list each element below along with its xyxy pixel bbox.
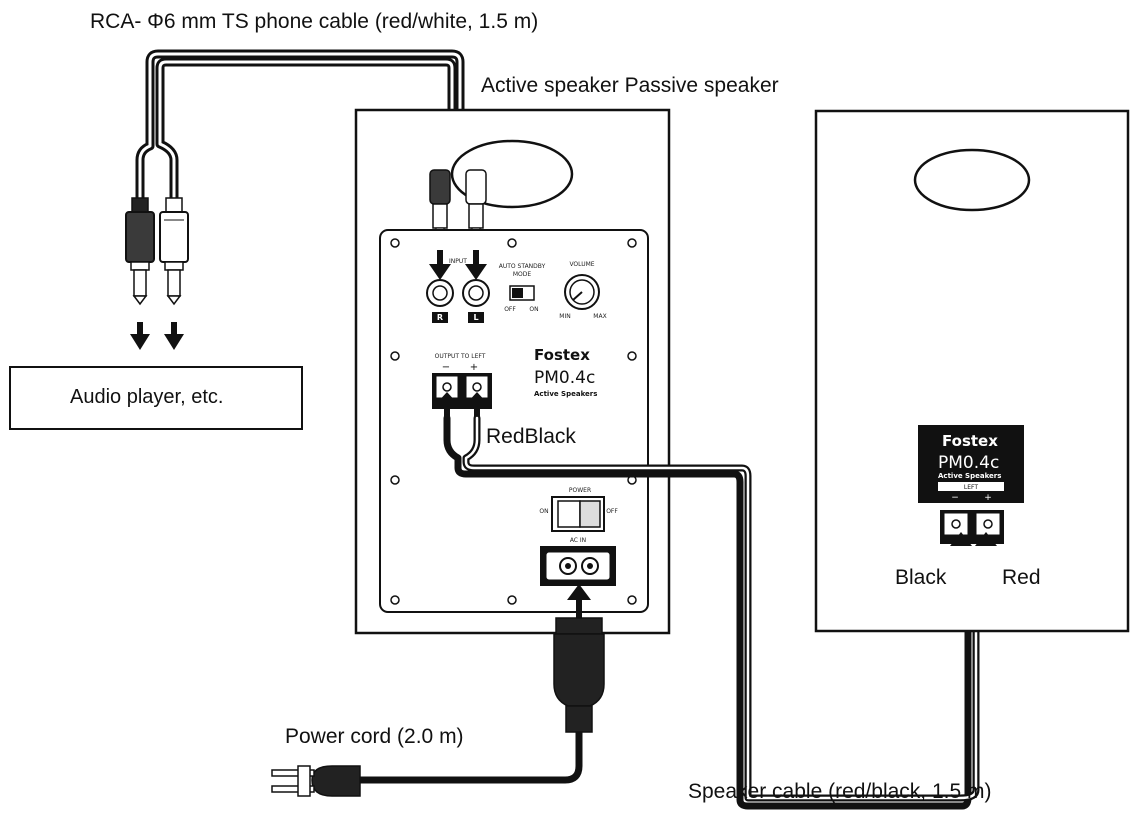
output-plus-sign: + xyxy=(470,362,478,373)
passive-model-name: PM0.4c xyxy=(938,453,999,473)
speaker-cable-label: Speaker cable (red/black, 1.5 m) xyxy=(688,780,992,803)
active-model-name: PM0.4c xyxy=(534,368,595,388)
power-on-label: ON xyxy=(539,508,548,515)
arrow-up-icon xyxy=(436,392,488,418)
passive-speaker-port xyxy=(913,148,1031,212)
audio-player-label: Audio player, etc. xyxy=(70,386,224,408)
ac-inlet xyxy=(540,546,616,586)
active-model-subtitle: Active Speakers xyxy=(534,390,597,398)
passive-brand-logo: Fostex xyxy=(942,432,998,450)
passive-label-plate: Fostex PM0.4c Active Speakers LEFT − + xyxy=(918,425,1024,503)
black-label: Black xyxy=(895,566,947,589)
volume-min-label: MIN xyxy=(559,313,570,320)
ac-in-label: AC IN xyxy=(570,537,586,544)
phone-plug-right xyxy=(159,197,189,306)
svg-text:L: L xyxy=(473,313,478,322)
input-jack-l: L xyxy=(462,279,490,323)
volume-knob[interactable] xyxy=(564,274,600,310)
power-cord xyxy=(271,617,605,797)
arrow-up-icon xyxy=(950,532,997,546)
auto-standby-switch[interactable] xyxy=(509,285,535,301)
rca-plug-red xyxy=(429,169,451,247)
svg-text:R: R xyxy=(437,313,443,322)
audio-player-box xyxy=(9,366,303,430)
input-jack-r: R xyxy=(426,279,454,323)
red-black-label: RedBlack xyxy=(486,425,576,448)
passive-terminal xyxy=(940,510,1004,544)
standby-label: AUTO STANDBY xyxy=(499,263,546,270)
passive-model-subtitle: Active Speakers xyxy=(938,472,1001,480)
arrow-down-icon xyxy=(429,250,487,280)
volume-label: VOLUME xyxy=(569,261,594,268)
phone-plug-left xyxy=(125,197,155,306)
passive-left-label: LEFT xyxy=(964,484,978,491)
speakers-heading: Active speaker Passive speaker xyxy=(481,74,779,97)
active-brand-logo: Fostex xyxy=(534,346,590,364)
power-label: POWER xyxy=(569,487,591,494)
power-off-label: OFF xyxy=(606,508,618,515)
output-label: OUTPUT TO LEFT xyxy=(435,353,486,360)
standby-on-label: ON xyxy=(529,306,538,313)
standby-off-label: OFF xyxy=(504,306,516,313)
phone-cable-label: RCA- Φ6 mm TS phone cable (red/white, 1.… xyxy=(90,10,539,33)
power-switch[interactable] xyxy=(551,496,605,532)
standby-mode-label: MODE xyxy=(513,271,532,278)
output-minus-sign: − xyxy=(442,362,450,373)
passive-plus-sign: + xyxy=(984,493,992,503)
arrow-down-icon xyxy=(130,322,184,350)
passive-minus-sign: − xyxy=(951,493,959,503)
power-cord-label: Power cord (2.0 m) xyxy=(285,725,464,748)
volume-max-label: MAX xyxy=(593,313,606,320)
red-label: Red xyxy=(1002,566,1041,589)
input-label: INPUT xyxy=(449,258,467,265)
arrow-up-icon xyxy=(567,584,591,618)
